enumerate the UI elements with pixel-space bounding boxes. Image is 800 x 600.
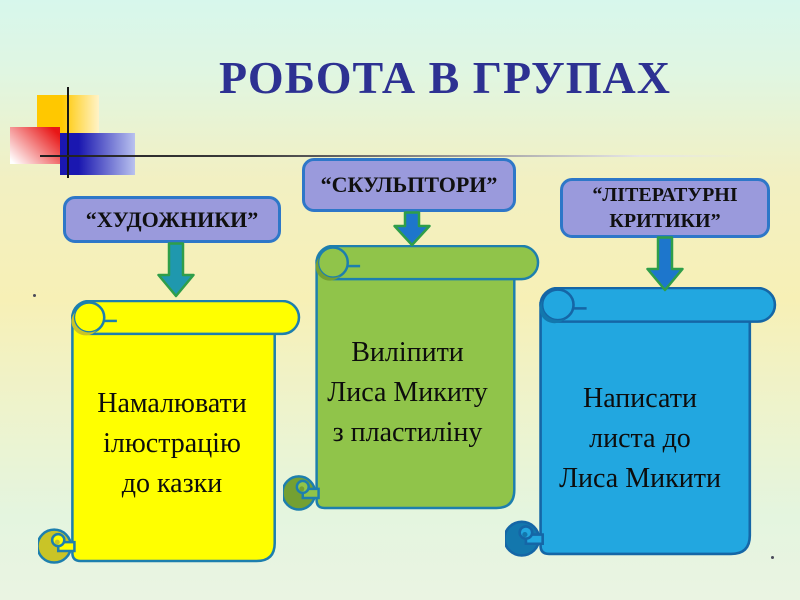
scroll-icon [38, 300, 301, 564]
scroll-shape-blue: Написати листа до Лиса Микити [505, 287, 777, 558]
scroll-shape-green: Виліпити Лиса Микиту з пластиліну [283, 245, 540, 512]
group-label-literary-critics: “ЛІТЕРАТУРНІ КРИТИКИ” [560, 178, 770, 238]
scroll-icon [283, 245, 540, 511]
group-label-text: “ЛІТЕРАТУРНІ КРИТИКИ” [592, 184, 738, 232]
group-label-text: “СКУЛЬПТОРИ” [320, 172, 498, 197]
decor-red-square [10, 127, 60, 164]
decor-blue-square [60, 133, 135, 175]
group-task-text: Виліпити Лиса Микиту з пластиліну [327, 337, 488, 448]
group-task-text: Намалювати ілюстрацію до казки [97, 388, 247, 499]
scroll-icon [505, 287, 777, 557]
group-label-text: “ХУДОЖНИКИ” [85, 206, 259, 232]
title-underline-rule [40, 155, 746, 157]
group-task-text: Написати листа до Лиса Микити [559, 383, 721, 494]
decor-vertical-line [67, 87, 69, 178]
stray-dot [33, 294, 36, 297]
page-title: РОБОТА В ГРУПАХ [219, 52, 671, 103]
stray-dot [771, 556, 774, 559]
down-arrow-icon [156, 242, 196, 298]
down-arrow-icon [392, 211, 432, 247]
group-label-artists: “ХУДОЖНИКИ” [63, 196, 281, 243]
group-label-sculptors: “СКУЛЬПТОРИ” [302, 158, 516, 212]
scroll-shape-yellow: Намалювати ілюстрацію до казки [38, 300, 301, 565]
down-arrow-icon [645, 236, 685, 292]
